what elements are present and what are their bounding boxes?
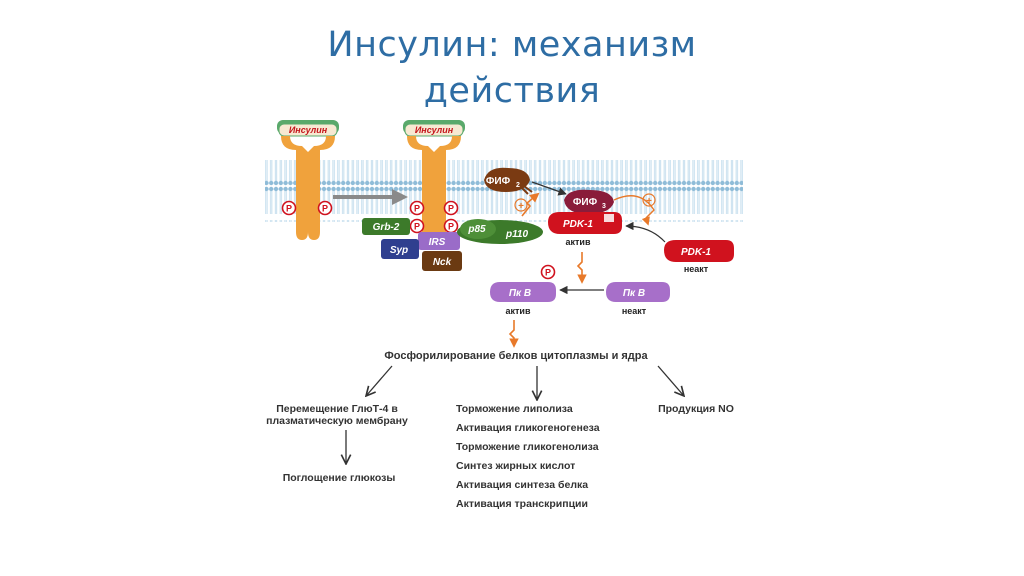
svg-text:P: P (448, 222, 454, 232)
effect-item: Активация синтеза белка (456, 479, 588, 491)
svg-text:Nck: Nck (433, 257, 452, 268)
pdk1-recruit-arrow (625, 221, 666, 243)
syp-protein: Syp (381, 239, 419, 259)
plus-marker (642, 193, 656, 207)
effect-item: Торможение липолиза (456, 403, 573, 415)
p85-label: p85 (467, 224, 486, 235)
svg-text:PDK-1: PDK-1 (681, 247, 711, 258)
pdk1-inactive-label: неакт (684, 264, 709, 274)
title-line-1: Инсулин: механизм (327, 25, 697, 65)
branch-arrow-right (657, 365, 684, 396)
effect-item: Торможение гликогенолиза (456, 441, 599, 453)
pi3k-activation-arrow (521, 192, 540, 217)
insulin-receptor-right: Инсулин P P P P (403, 120, 465, 240)
phospho-marker (409, 200, 425, 216)
svg-text:+: + (518, 201, 524, 212)
glut4-label-line-1: Перемещение ГлюТ-4 в (276, 403, 398, 415)
nck-protein: Nck (422, 251, 462, 271)
glucose-uptake-label: Поглощение глюкозы (283, 472, 396, 484)
pdk1-active: PDK-1 актив (548, 212, 622, 247)
svg-text:ФИФ: ФИФ (486, 176, 511, 187)
svg-text:P: P (322, 204, 328, 214)
plus-marker (514, 198, 528, 212)
title-line-2: действия (423, 71, 601, 111)
svg-text:Пк В: Пк В (623, 288, 645, 299)
pdk1-to-pkb-arrow (576, 252, 587, 284)
pip2-to-pip3-arrow (531, 181, 567, 196)
pkb-inactive: Пк В неакт (606, 282, 670, 316)
svg-text:PDK-1: PDK-1 (563, 219, 593, 230)
phospho-marker (540, 264, 556, 280)
effect-item: Синтез жирных кислот (456, 460, 575, 472)
svg-text:+: + (646, 196, 652, 207)
svg-text:Grb-2: Grb-2 (373, 222, 400, 233)
pip3-activation-arrow (613, 195, 655, 226)
page-title: Инсулин: механизм действия (0, 22, 1024, 114)
phospho-marker (409, 218, 425, 234)
no-production-label: Продукция NO (658, 403, 734, 415)
svg-text:Пк В: Пк В (509, 288, 531, 299)
pkb-to-phosphorylation-arrow (508, 320, 519, 348)
phosphorylation-label: Фосфорилирование белков цитоплазмы и ядр… (384, 350, 648, 362)
pi3k-complex: p85 p110 (457, 219, 543, 244)
svg-text:2: 2 (516, 182, 520, 189)
svg-text:P: P (414, 222, 420, 232)
svg-text:P: P (414, 204, 420, 214)
effect-item: Активация гликогеногенеза (456, 422, 600, 434)
svg-text:Syp: Syp (390, 245, 408, 256)
insulin-receptor-left: Инсулин P P (277, 120, 339, 240)
svg-text:IRS: IRS (429, 237, 446, 248)
svg-text:ФИФ: ФИФ (573, 197, 598, 208)
svg-text:P: P (448, 204, 454, 214)
pip3-molecule: ФИФ 3 (564, 189, 614, 214)
svg-text:P: P (286, 204, 292, 214)
pkb-active-label: актив (506, 306, 531, 316)
pkb-active: Пк В P актив (490, 264, 556, 316)
svg-text:3: 3 (602, 203, 606, 210)
pdk1-active-label: актив (566, 237, 591, 247)
pkb-inactive-label: неакт (622, 306, 647, 316)
pdk1-inactive: PDK-1 неакт (664, 240, 734, 274)
glut4-label-line-2: плазматическую мембрану (266, 415, 408, 427)
phospho-marker (317, 200, 333, 216)
branch-arrow-left (366, 365, 393, 396)
phospho-marker (443, 200, 459, 216)
grb2-protein: Grb-2 (362, 218, 410, 235)
phospho-marker (281, 200, 297, 216)
insulin-label-left: Инсулин (289, 125, 328, 135)
effect-item: Активация транскрипции (456, 498, 588, 510)
p110-label: p110 (505, 229, 528, 240)
insulin-label-right: Инсулин (415, 125, 454, 135)
svg-text:P: P (545, 268, 551, 278)
pip2-molecule: ФИФ 2 (484, 167, 533, 195)
irs-protein: IRS (418, 232, 460, 250)
activation-arrow (333, 189, 408, 205)
